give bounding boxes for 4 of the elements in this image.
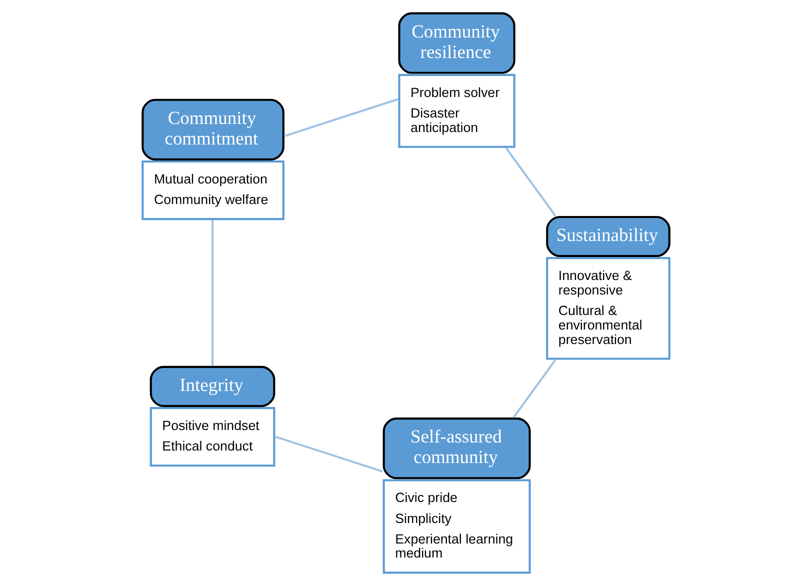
connector [512,359,556,418]
connector [212,220,214,366]
connector [284,98,398,138]
connector [505,148,556,216]
